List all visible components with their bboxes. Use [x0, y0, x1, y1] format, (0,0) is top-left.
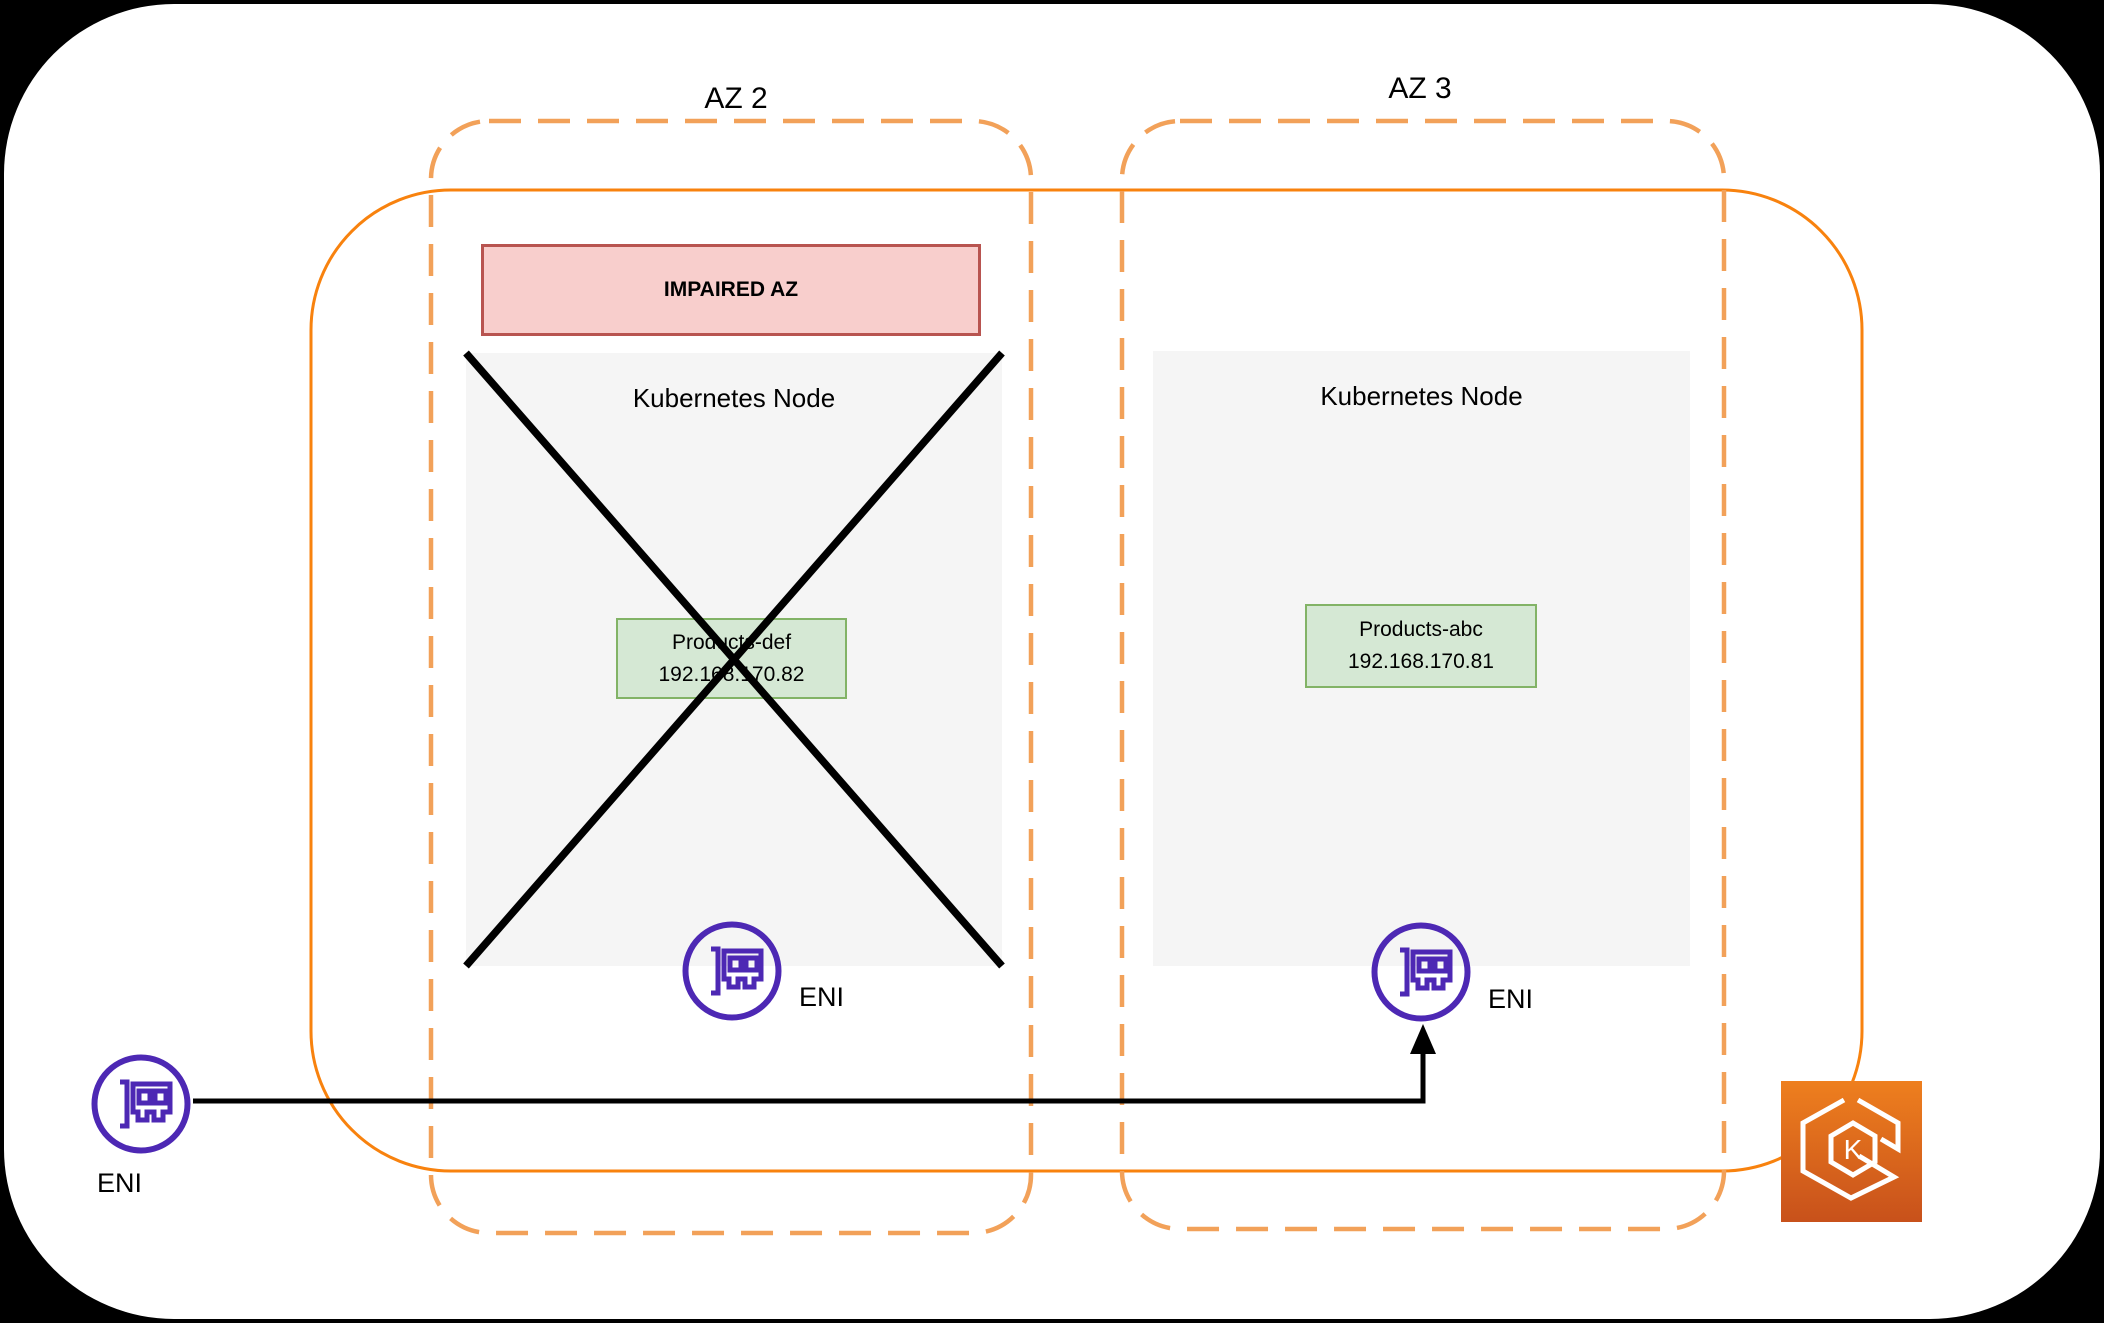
eni-label-az3: ENI: [1488, 984, 1534, 1014]
pod-ip: 192.168.170.82: [658, 662, 805, 686]
impaired-az-banner: IMPAIRED AZ: [481, 244, 981, 336]
eni-icon-external: [91, 1054, 191, 1154]
pod-ip: 192.168.170.81: [1348, 650, 1494, 673]
eni-icon-az3: [1371, 922, 1471, 1022]
pod-name: Products-abc: [1359, 618, 1483, 641]
pod-products-abc: Products-abc 192.168.170.81: [1305, 604, 1537, 688]
az2-label: AZ 2: [704, 82, 768, 115]
eks-icon-letter: K: [1844, 1134, 1863, 1165]
eks-icon: K: [1781, 1081, 1922, 1222]
az3-label: AZ 3: [1388, 72, 1452, 105]
eni-label-az2: ENI: [799, 982, 845, 1012]
node-title-az2: Kubernetes Node: [632, 383, 836, 413]
eni-icon-az2: [682, 921, 782, 1021]
pod-name: Products-def: [671, 630, 792, 654]
eni-label-external: ENI: [97, 1168, 143, 1198]
pod-products-def: Products-def 192.168.170.82: [616, 618, 847, 699]
impaired-az-text: IMPAIRED AZ: [663, 278, 799, 301]
node-title-az3: Kubernetes Node: [1320, 381, 1523, 411]
